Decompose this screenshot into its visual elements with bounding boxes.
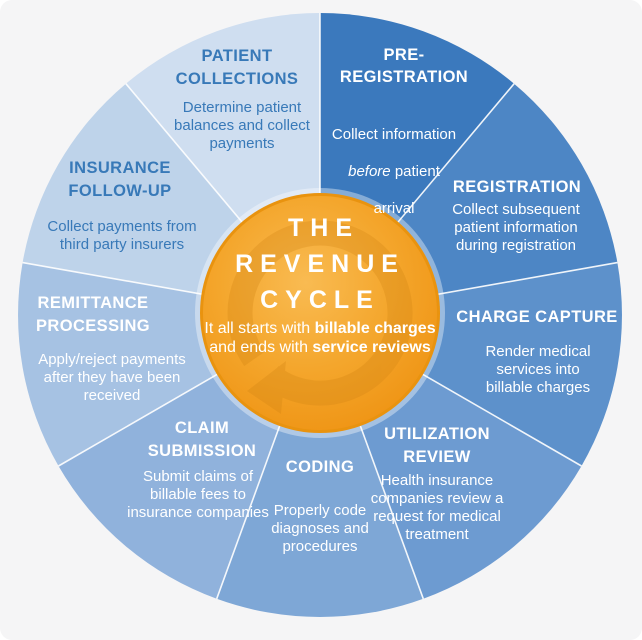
cycle-arrow-head bbox=[247, 361, 286, 414]
center-badge bbox=[195, 188, 445, 438]
cycle-arrow-icon bbox=[227, 220, 413, 414]
cycle-arrow-arc bbox=[227, 220, 413, 406]
segment-coding bbox=[216, 315, 424, 618]
center-circle bbox=[203, 196, 437, 430]
